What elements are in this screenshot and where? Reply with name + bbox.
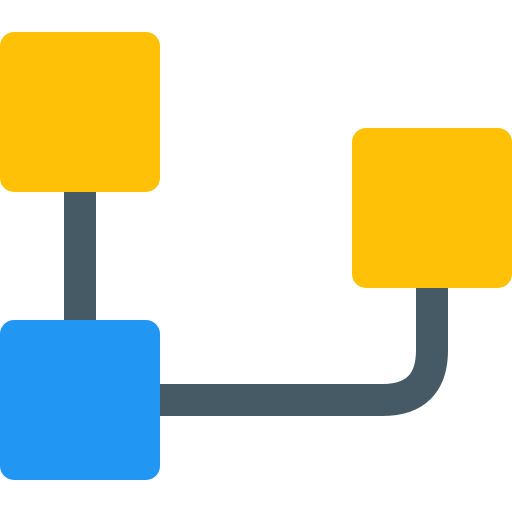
top-left-node (0, 32, 160, 192)
bottom-left-node (0, 320, 160, 480)
right-node (352, 128, 512, 288)
elbow-connector (150, 280, 448, 416)
vertical-connector (64, 182, 96, 330)
